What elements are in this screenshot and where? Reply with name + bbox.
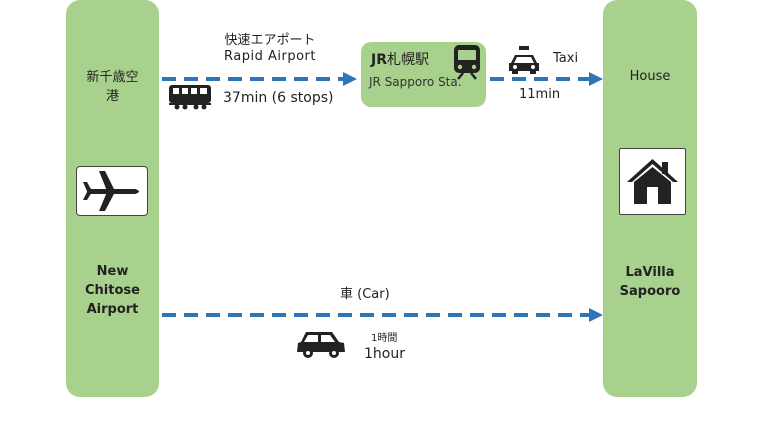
taxi-duration: 11min: [519, 87, 561, 102]
airplane-icon: [83, 171, 139, 211]
taxi-icon: [509, 46, 539, 74]
rapid-airport-en-label: Rapid Airport: [224, 49, 316, 64]
car-label: 車 (Car): [340, 287, 390, 302]
house-icon-box: [619, 148, 686, 215]
house-icon: [627, 159, 678, 204]
station-name-en: JR Sapporo Sta.: [369, 75, 462, 89]
train-duration: 37min (6 stops): [223, 90, 334, 106]
airplane-icon-box: [76, 166, 148, 216]
car-duration: 1hour: [364, 346, 405, 362]
train-icon: [169, 85, 211, 110]
station-name-jp: JR札幌駅: [371, 52, 429, 68]
car-icon: [297, 332, 345, 358]
airport-name: New Chitose Airport: [85, 264, 140, 317]
car-duration-jp: 1時間: [371, 333, 398, 344]
rapid-airport-jp-label: 快速エアポート: [224, 33, 316, 48]
train-arrowhead: [343, 72, 357, 86]
airport-jp-label: 新千歳空 港: [86, 70, 139, 104]
taxi-label: Taxi: [553, 51, 579, 66]
lavilla-name: LaVilla Sapooro: [619, 265, 681, 299]
car-arrowhead: [589, 308, 603, 322]
train-front-icon: [454, 45, 480, 80]
house-label: House: [629, 69, 671, 84]
taxi-arrowhead: [589, 72, 603, 86]
